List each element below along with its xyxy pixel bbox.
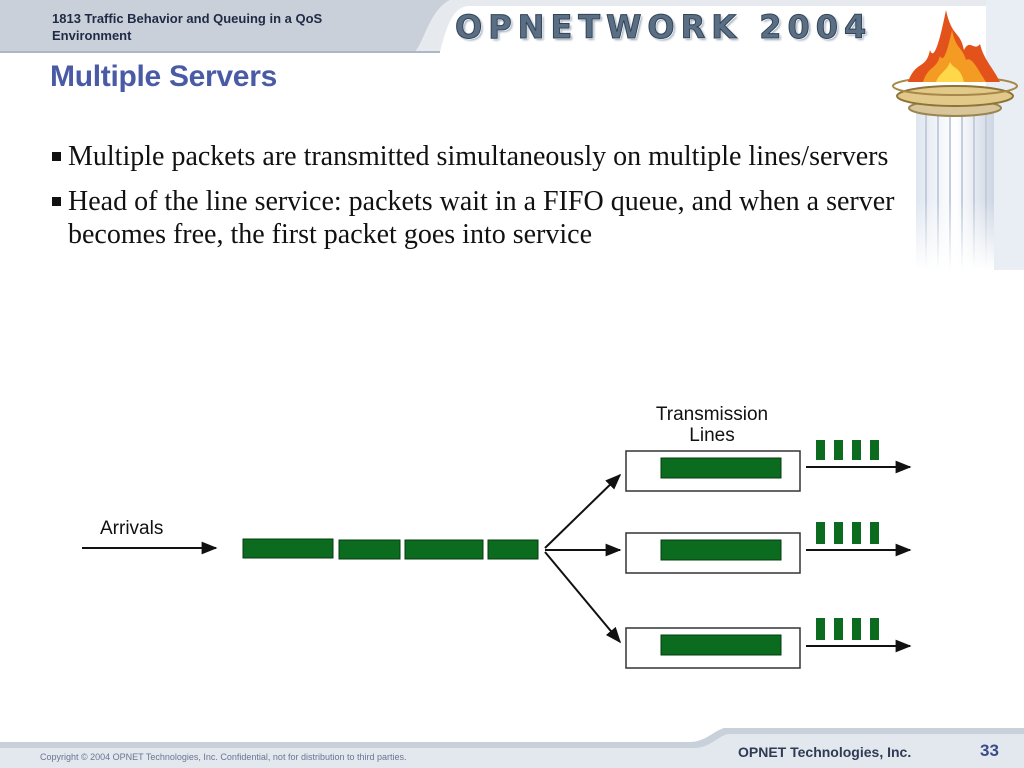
queue-packet <box>338 539 401 560</box>
output-packet <box>834 618 843 640</box>
transmission-lines-label: Transmission <box>656 404 768 425</box>
queue-packet <box>487 539 539 560</box>
square-bullet-icon <box>52 152 61 161</box>
output-packet <box>852 440 861 460</box>
footer-band <box>0 728 1024 768</box>
header-band <box>0 0 1024 56</box>
slide-title: Multiple Servers <box>50 60 277 93</box>
queue-packet <box>242 538 334 559</box>
server-line-2 <box>625 522 912 574</box>
output-packet <box>870 618 879 640</box>
server-line-1 <box>625 440 912 492</box>
dispatch-arrow <box>544 551 622 644</box>
dispatch-arrow <box>544 473 622 549</box>
server-line-3 <box>625 618 912 669</box>
bullet-text: Head of the line service: packets wait i… <box>68 186 895 250</box>
bullet-item: Head of the line service: packets wait i… <box>50 185 910 251</box>
torch-logo-icon <box>892 0 1024 270</box>
in-service-packet <box>660 634 782 656</box>
in-service-packet <box>660 539 782 561</box>
output-packet <box>852 522 861 544</box>
arrivals-label: Arrivals <box>100 518 163 539</box>
output-packet <box>852 618 861 640</box>
output-packet <box>870 440 879 460</box>
brand-logo-text: OPNETWORK 2004 <box>454 8 873 47</box>
output-packet <box>816 618 825 640</box>
output-packet <box>816 440 825 460</box>
square-bullet-icon <box>52 197 61 206</box>
output-packet <box>834 440 843 460</box>
output-packet <box>816 522 825 544</box>
in-service-packet <box>660 457 782 479</box>
queue-packet <box>404 539 484 560</box>
company-name: OPNET Technologies, Inc. <box>738 744 912 760</box>
bullet-list: Multiple packets are transmitted simulta… <box>50 140 910 263</box>
bullet-item: Multiple packets are transmitted simulta… <box>50 140 910 173</box>
output-packet <box>870 522 879 544</box>
copyright-notice: Copyright © 2004 OPNET Technologies, Inc… <box>40 752 407 762</box>
bullet-text: Multiple packets are transmitted simulta… <box>68 141 889 172</box>
output-packet <box>834 522 843 544</box>
course-title: 1813 Traffic Behavior and Queuing in a Q… <box>52 11 323 43</box>
transmission-lines-label: Lines <box>689 425 734 446</box>
page-number: 33 <box>980 741 999 760</box>
